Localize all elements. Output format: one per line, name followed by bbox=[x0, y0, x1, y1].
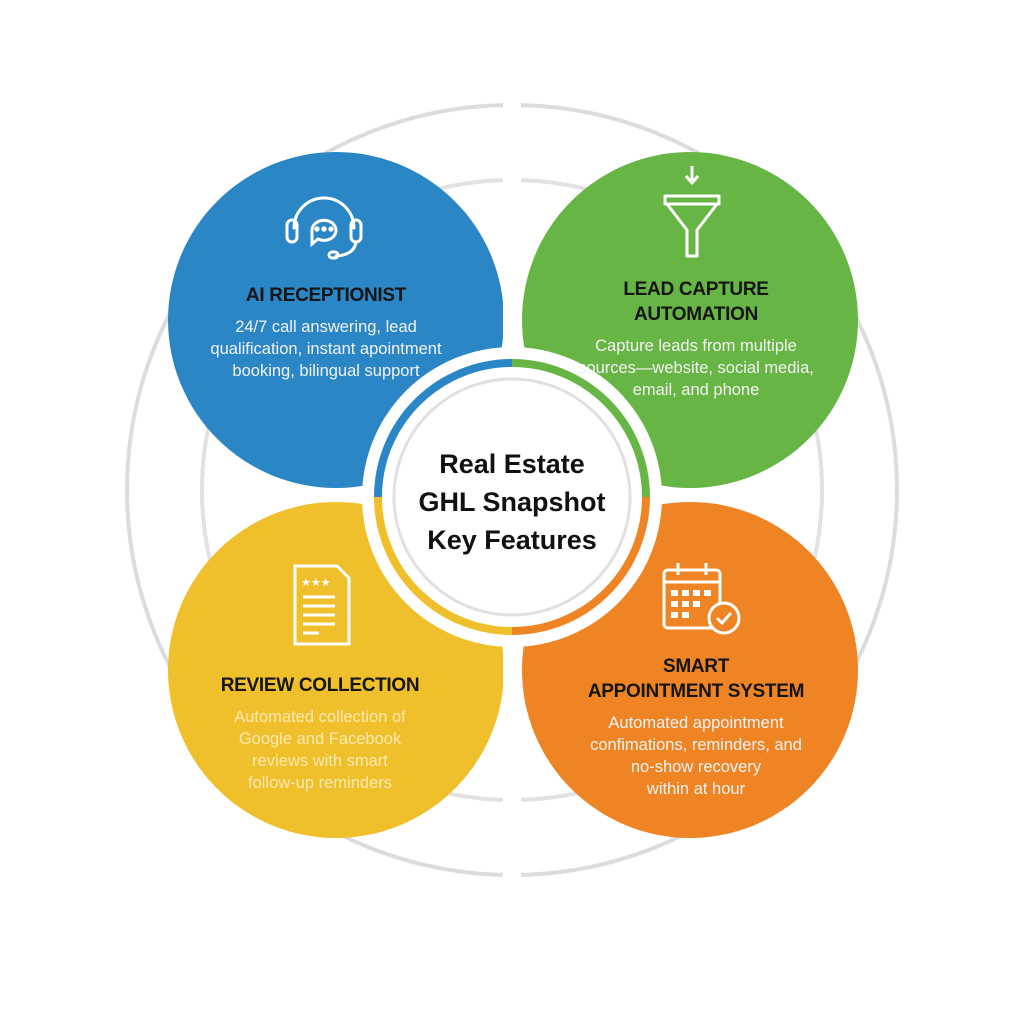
desc-line: confimations, reminders, and bbox=[590, 736, 802, 754]
review-document-icon: ★★★ bbox=[293, 564, 351, 646]
feature-ai-receptionist: AI RECEPTIONIST 24/7 call answering, lea… bbox=[176, 283, 476, 382]
center-title: Real Estate GHL Snapshot Key Features bbox=[402, 445, 622, 559]
desc-line: email, and phone bbox=[632, 381, 760, 399]
desc-line: qualification, instant apointment bbox=[210, 340, 442, 358]
desc-line: Automated appointment bbox=[608, 714, 784, 732]
arc-orange bbox=[511, 496, 650, 635]
desc-line: Google and Facebook bbox=[238, 730, 402, 748]
feature-description: Automated appointment confimations, remi… bbox=[546, 712, 846, 800]
feature-description: Capture leads from multiple sources—webs… bbox=[546, 335, 846, 401]
arc-blue bbox=[374, 359, 513, 498]
arc-green bbox=[511, 359, 650, 498]
center-circle bbox=[392, 377, 632, 617]
desc-line: reviews with smart bbox=[252, 752, 388, 770]
center-title-line: GHL Snapshot bbox=[418, 487, 606, 517]
desc-line: 24/7 call answering, lead bbox=[235, 318, 417, 336]
feature-review-collection: REVIEW COLLECTION Automated collection o… bbox=[170, 673, 470, 794]
feature-description: 24/7 call answering, lead qualification,… bbox=[176, 316, 476, 382]
feature-title: REVIEW COLLECTION bbox=[220, 675, 420, 696]
feature-lead-capture: LEAD CAPTURE AUTOMATION Capture leads fr… bbox=[546, 277, 846, 401]
desc-line: within at hour bbox=[646, 780, 746, 798]
title-line: AUTOMATION bbox=[633, 304, 758, 325]
center-title-line: Key Features bbox=[427, 525, 597, 555]
feature-title: SMART APPOINTMENT SYSTEM bbox=[546, 654, 846, 704]
feature-title: LEAD CAPTURE AUTOMATION bbox=[546, 277, 846, 327]
calendar-check-icon bbox=[662, 563, 741, 635]
desc-line: Capture leads from multiple bbox=[595, 337, 797, 355]
desc-line: no-show recovery bbox=[630, 758, 762, 776]
arc-yellow bbox=[374, 496, 513, 635]
feature-title: AI RECEPTIONIST bbox=[245, 285, 407, 306]
feature-description: Automated collection of Google and Faceb… bbox=[170, 706, 470, 794]
feature-smart-appointment: SMART APPOINTMENT SYSTEM Automated appoi… bbox=[546, 654, 846, 800]
funnel-icon bbox=[663, 166, 721, 258]
svg-text:★★★: ★★★ bbox=[301, 577, 331, 589]
title-line: SMART bbox=[662, 656, 730, 677]
desc-line: booking, bilingual support bbox=[232, 362, 420, 380]
desc-line: follow-up reminders bbox=[248, 774, 392, 792]
desc-line: sources—website, social media, bbox=[578, 359, 814, 377]
title-line: LEAD CAPTURE bbox=[623, 279, 769, 300]
title-line: APPOINTMENT SYSTEM bbox=[587, 681, 805, 702]
headset-chat-icon bbox=[285, 196, 363, 260]
desc-line: Automated collection of bbox=[234, 708, 406, 726]
center-title-line: Real Estate bbox=[439, 449, 585, 479]
